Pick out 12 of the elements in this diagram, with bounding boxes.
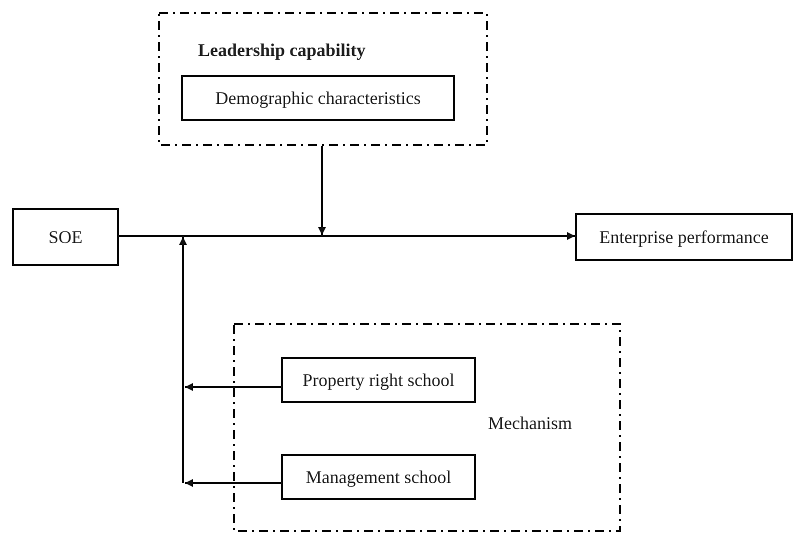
process-box: Enterprise performance (575, 213, 793, 261)
arrow (318, 146, 326, 235)
process-box: Demographic characteristics (181, 75, 455, 121)
process-box: SOE (12, 208, 119, 266)
arrow (179, 237, 187, 483)
group-heading: Mechanism (488, 413, 572, 434)
arrow (185, 479, 281, 487)
process-box: Property right school (281, 357, 476, 403)
process-box: Management school (281, 454, 476, 500)
arrow (119, 232, 575, 240)
group-heading: Leadership capability (198, 40, 366, 61)
arrow (185, 383, 281, 391)
